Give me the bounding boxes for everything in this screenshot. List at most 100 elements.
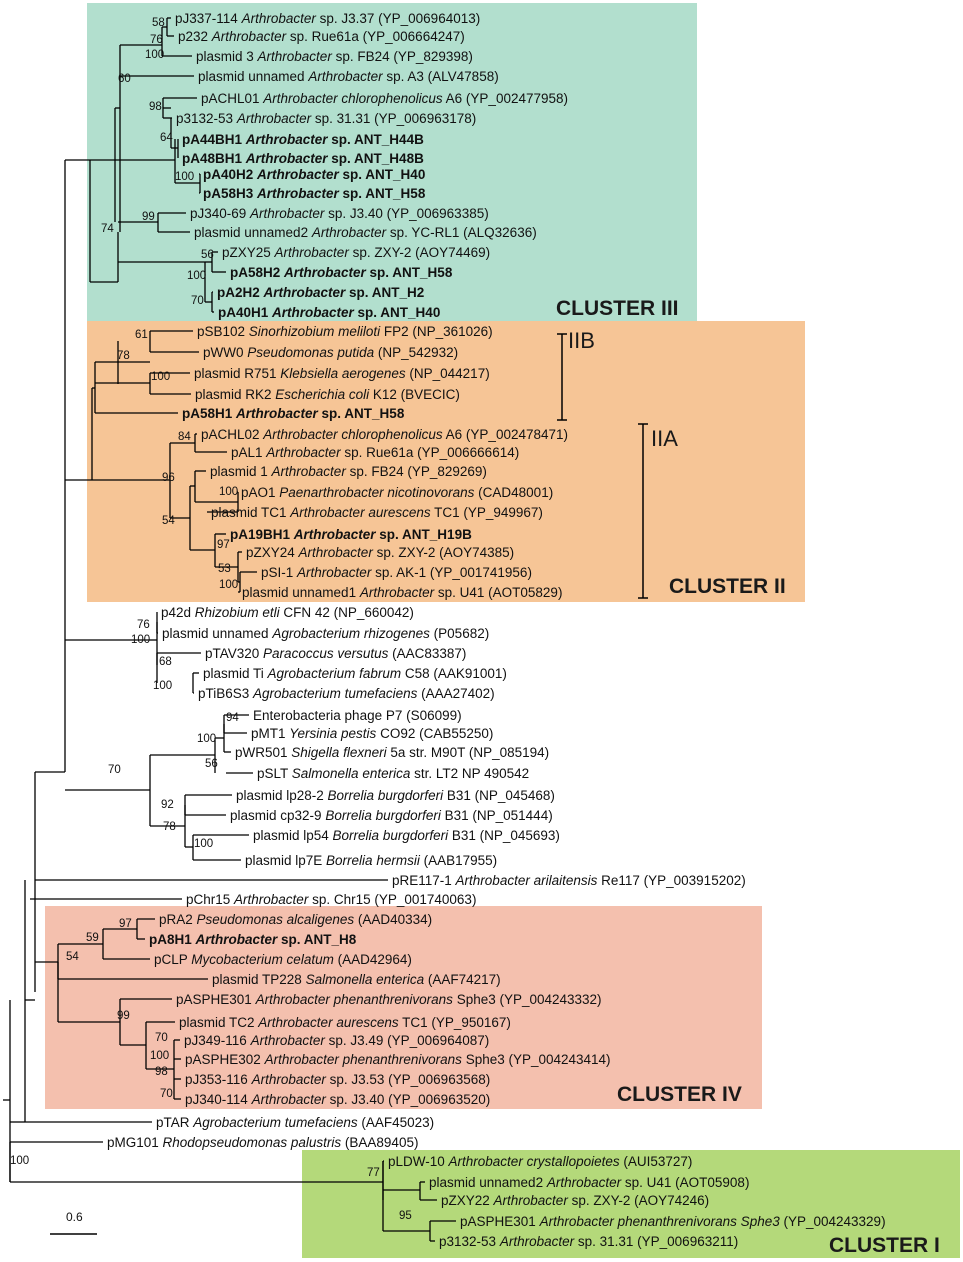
tip-label: pA8H1 Arthrobacter sp. ANT_H8 bbox=[149, 932, 357, 947]
tip-label-part: (BAA89405) bbox=[341, 1135, 418, 1150]
bootstrap-value: 56 bbox=[201, 249, 214, 261]
tip-label-part: pZXY25 bbox=[222, 245, 275, 260]
tip-label-part: pTiB6S3 bbox=[198, 686, 253, 701]
tip-label-part: (AAF74217) bbox=[424, 972, 501, 987]
bootstrap-value: 68 bbox=[159, 656, 172, 668]
tip-label-part: Mycobacterium celatum bbox=[191, 952, 334, 967]
tip-label-part: pAO1 bbox=[241, 485, 279, 500]
tip-label-part: pJ340-114 bbox=[185, 1092, 252, 1107]
tip-label-part: sp. Chr15 (YP_001740063) bbox=[308, 892, 476, 907]
tip-label-part: Arthrobacter bbox=[293, 527, 377, 542]
tip-label-part: sp. U41 (AOT05908) bbox=[621, 1175, 749, 1190]
tip-label-part: pRA2 bbox=[159, 912, 197, 927]
tip-label-part: sp. ANT_H19B bbox=[376, 527, 473, 542]
tip-label-part: C58 (AAK91001) bbox=[401, 666, 507, 681]
tip-label-part: plasmid unnamed1 bbox=[242, 585, 360, 600]
tip-label: pTiB6S3 Agrobacterium tumefaciens (AAA27… bbox=[198, 686, 495, 701]
tip-label-part: sp. YC-RL1 (ALQ32636) bbox=[386, 225, 537, 240]
tip-label: pAO1 Paenarthrobacter nicotinovorans (CA… bbox=[241, 485, 553, 500]
tip-label: pWW0 Pseudomonas putida (NP_542932) bbox=[203, 345, 458, 360]
tip-label-part: (AAA27402) bbox=[417, 686, 494, 701]
tip-label: pA58H1 Arthrobacter sp. ANT_H58 bbox=[182, 406, 405, 421]
bootstrap-value: 96 bbox=[162, 472, 175, 484]
tip-label-part: Klebsiella aerogenes bbox=[280, 366, 406, 381]
bootstrap-value: 100 bbox=[145, 49, 164, 61]
tip-label-part: sp. AK-1 (YP_001741956) bbox=[371, 565, 532, 580]
cluster-iv-box bbox=[45, 906, 762, 1109]
tip-label-part: Re117 (YP_003915202) bbox=[597, 873, 745, 888]
tip-label: pSLT Salmonella enterica str. LT2 NP 490… bbox=[257, 766, 529, 781]
tip-label: pLDW-10 Arthrobacter crystallopoietes (A… bbox=[388, 1154, 692, 1169]
tip-label-part: Arthrobacter bbox=[263, 285, 347, 300]
tip-label: pCLP Mycobacterium celatum (AAD42964) bbox=[154, 952, 412, 967]
tip-label: pJ353-116 Arthrobacter sp. J3.53 (YP_006… bbox=[185, 1072, 490, 1087]
tip-label-part: p3132-53 bbox=[176, 111, 237, 126]
tip-label: pA48BH1 Arthrobacter sp. ANT_H48B bbox=[182, 151, 424, 166]
tip-label-part: Escherichia coli bbox=[275, 387, 370, 402]
tip-label-part: plasmid cp32-9 bbox=[230, 808, 325, 823]
bootstrap-value: 76 bbox=[150, 34, 163, 46]
tip-label: plasmid 3 Arthrobacter sp. FB24 (YP_8293… bbox=[196, 49, 473, 64]
tip-label-part: pChr15 bbox=[186, 892, 234, 907]
tip-label: pACHL02 Arthrobacter chlorophenolicus A6… bbox=[201, 427, 568, 442]
bootstrap-value: 98 bbox=[149, 101, 162, 113]
tip-label: plasmid TP228 Salmonella enterica (AAF74… bbox=[212, 972, 501, 987]
tip-label-part: (AAF45023) bbox=[358, 1115, 435, 1130]
scale-bar: 0.6 bbox=[50, 1210, 97, 1235]
tip-label-part: Arthrobacter bbox=[296, 565, 372, 580]
tip-label-part: Arthrobacter bbox=[251, 1072, 327, 1087]
bootstrap-value: 53 bbox=[218, 563, 231, 575]
tip-label: plasmid R751 Klebsiella aerogenes (NP_04… bbox=[194, 366, 490, 381]
tip-label-part: Yersinia pestis bbox=[289, 726, 376, 741]
tip-label: Enterobacteria phage P7 (S06099) bbox=[253, 708, 462, 723]
tip-label-part: sp. Rue61a (YP_006666614) bbox=[341, 445, 520, 460]
tip-label: pA58H3 Arthrobacter sp. ANT_H58 bbox=[203, 186, 426, 201]
tip-label-part: CO92 (CAB55250) bbox=[376, 726, 493, 741]
tip-label-part: pRE117-1 bbox=[392, 873, 456, 888]
tip-label: pZXY25 Arthrobacter sp. ZXY-2 (AOY74469) bbox=[222, 245, 490, 260]
tip-label-part: (AAD42964) bbox=[334, 952, 412, 967]
tip-label-part: sp. ANT_H8 bbox=[277, 932, 357, 947]
tip-label-part: plasmid Ti bbox=[203, 666, 268, 681]
tip-label-part: B31 (NP_045468) bbox=[443, 788, 555, 803]
tip-label-part: sp. ANT_H48B bbox=[328, 151, 425, 166]
tip-label-part: pMG101 bbox=[107, 1135, 163, 1150]
tip-label: p232 Arthrobacter sp. Rue61a (YP_0066642… bbox=[178, 29, 465, 44]
bootstrap-value: 84 bbox=[178, 431, 191, 443]
tip-label-part: pTAV320 bbox=[205, 646, 263, 661]
bootstrap-value: 59 bbox=[86, 932, 99, 944]
bootstrap-value: 95 bbox=[399, 1210, 412, 1222]
tip-label-part: pA8H1 bbox=[149, 932, 196, 947]
tip-label-part: sp. FB24 (YP_829398) bbox=[332, 49, 473, 64]
tip-label-part: pTAR bbox=[156, 1115, 193, 1130]
tip-label-part: K12 (BVECIC) bbox=[369, 387, 460, 402]
bootstrap-value: 64 bbox=[160, 132, 173, 144]
bootstrap-value: 54 bbox=[66, 951, 79, 963]
tip-label-part: (AUI53727) bbox=[620, 1154, 693, 1169]
bootstrap-value: 97 bbox=[217, 539, 230, 551]
bootstrap-value: 100 bbox=[187, 270, 206, 282]
cluster-ii-label: CLUSTER II bbox=[669, 575, 786, 598]
bootstrap-value: 77 bbox=[367, 1167, 380, 1179]
tip-label: pASPHE301 Arthrobacter phenanthrenivoran… bbox=[460, 1214, 886, 1229]
bootstrap-value: 100 bbox=[153, 680, 172, 692]
tip-label-part: Borrelia burgdorferi bbox=[325, 808, 442, 823]
tip-labels: pJ337-114 Arthrobacter sp. J3.37 (YP_006… bbox=[107, 11, 886, 1249]
tip-label-part: Arthrobacter chlorophenolicus bbox=[262, 91, 443, 106]
tip-label-part: Sphe3 (YP_004243414) bbox=[462, 1052, 611, 1067]
tip-label: plasmid 1 Arthrobacter sp. FB24 (YP_8292… bbox=[210, 464, 487, 479]
bootstrap-value: 70 bbox=[108, 764, 121, 776]
tip-label-part: p232 bbox=[178, 29, 212, 44]
bootstrap-value: 70 bbox=[160, 1088, 173, 1100]
tip-label: pA2H2 Arthrobacter sp. ANT_H2 bbox=[217, 285, 424, 300]
tip-label-part: pJ337-114 bbox=[175, 11, 242, 26]
tree-branches bbox=[3, 17, 456, 1242]
tip-label-part: Arthrobacter bbox=[241, 11, 317, 26]
tip-label-part: pA40H2 bbox=[203, 167, 257, 182]
tip-label-part: sp. Rue61a (YP_006664247) bbox=[286, 29, 465, 44]
tip-label-part: (NP_542932) bbox=[374, 345, 458, 360]
tip-label-part: (NP_044217) bbox=[406, 366, 490, 381]
subcluster-iia-label: IIA bbox=[651, 426, 678, 451]
tip-label-part: pSB102 bbox=[197, 324, 249, 339]
tip-label-part: pZXY22 bbox=[441, 1193, 494, 1208]
